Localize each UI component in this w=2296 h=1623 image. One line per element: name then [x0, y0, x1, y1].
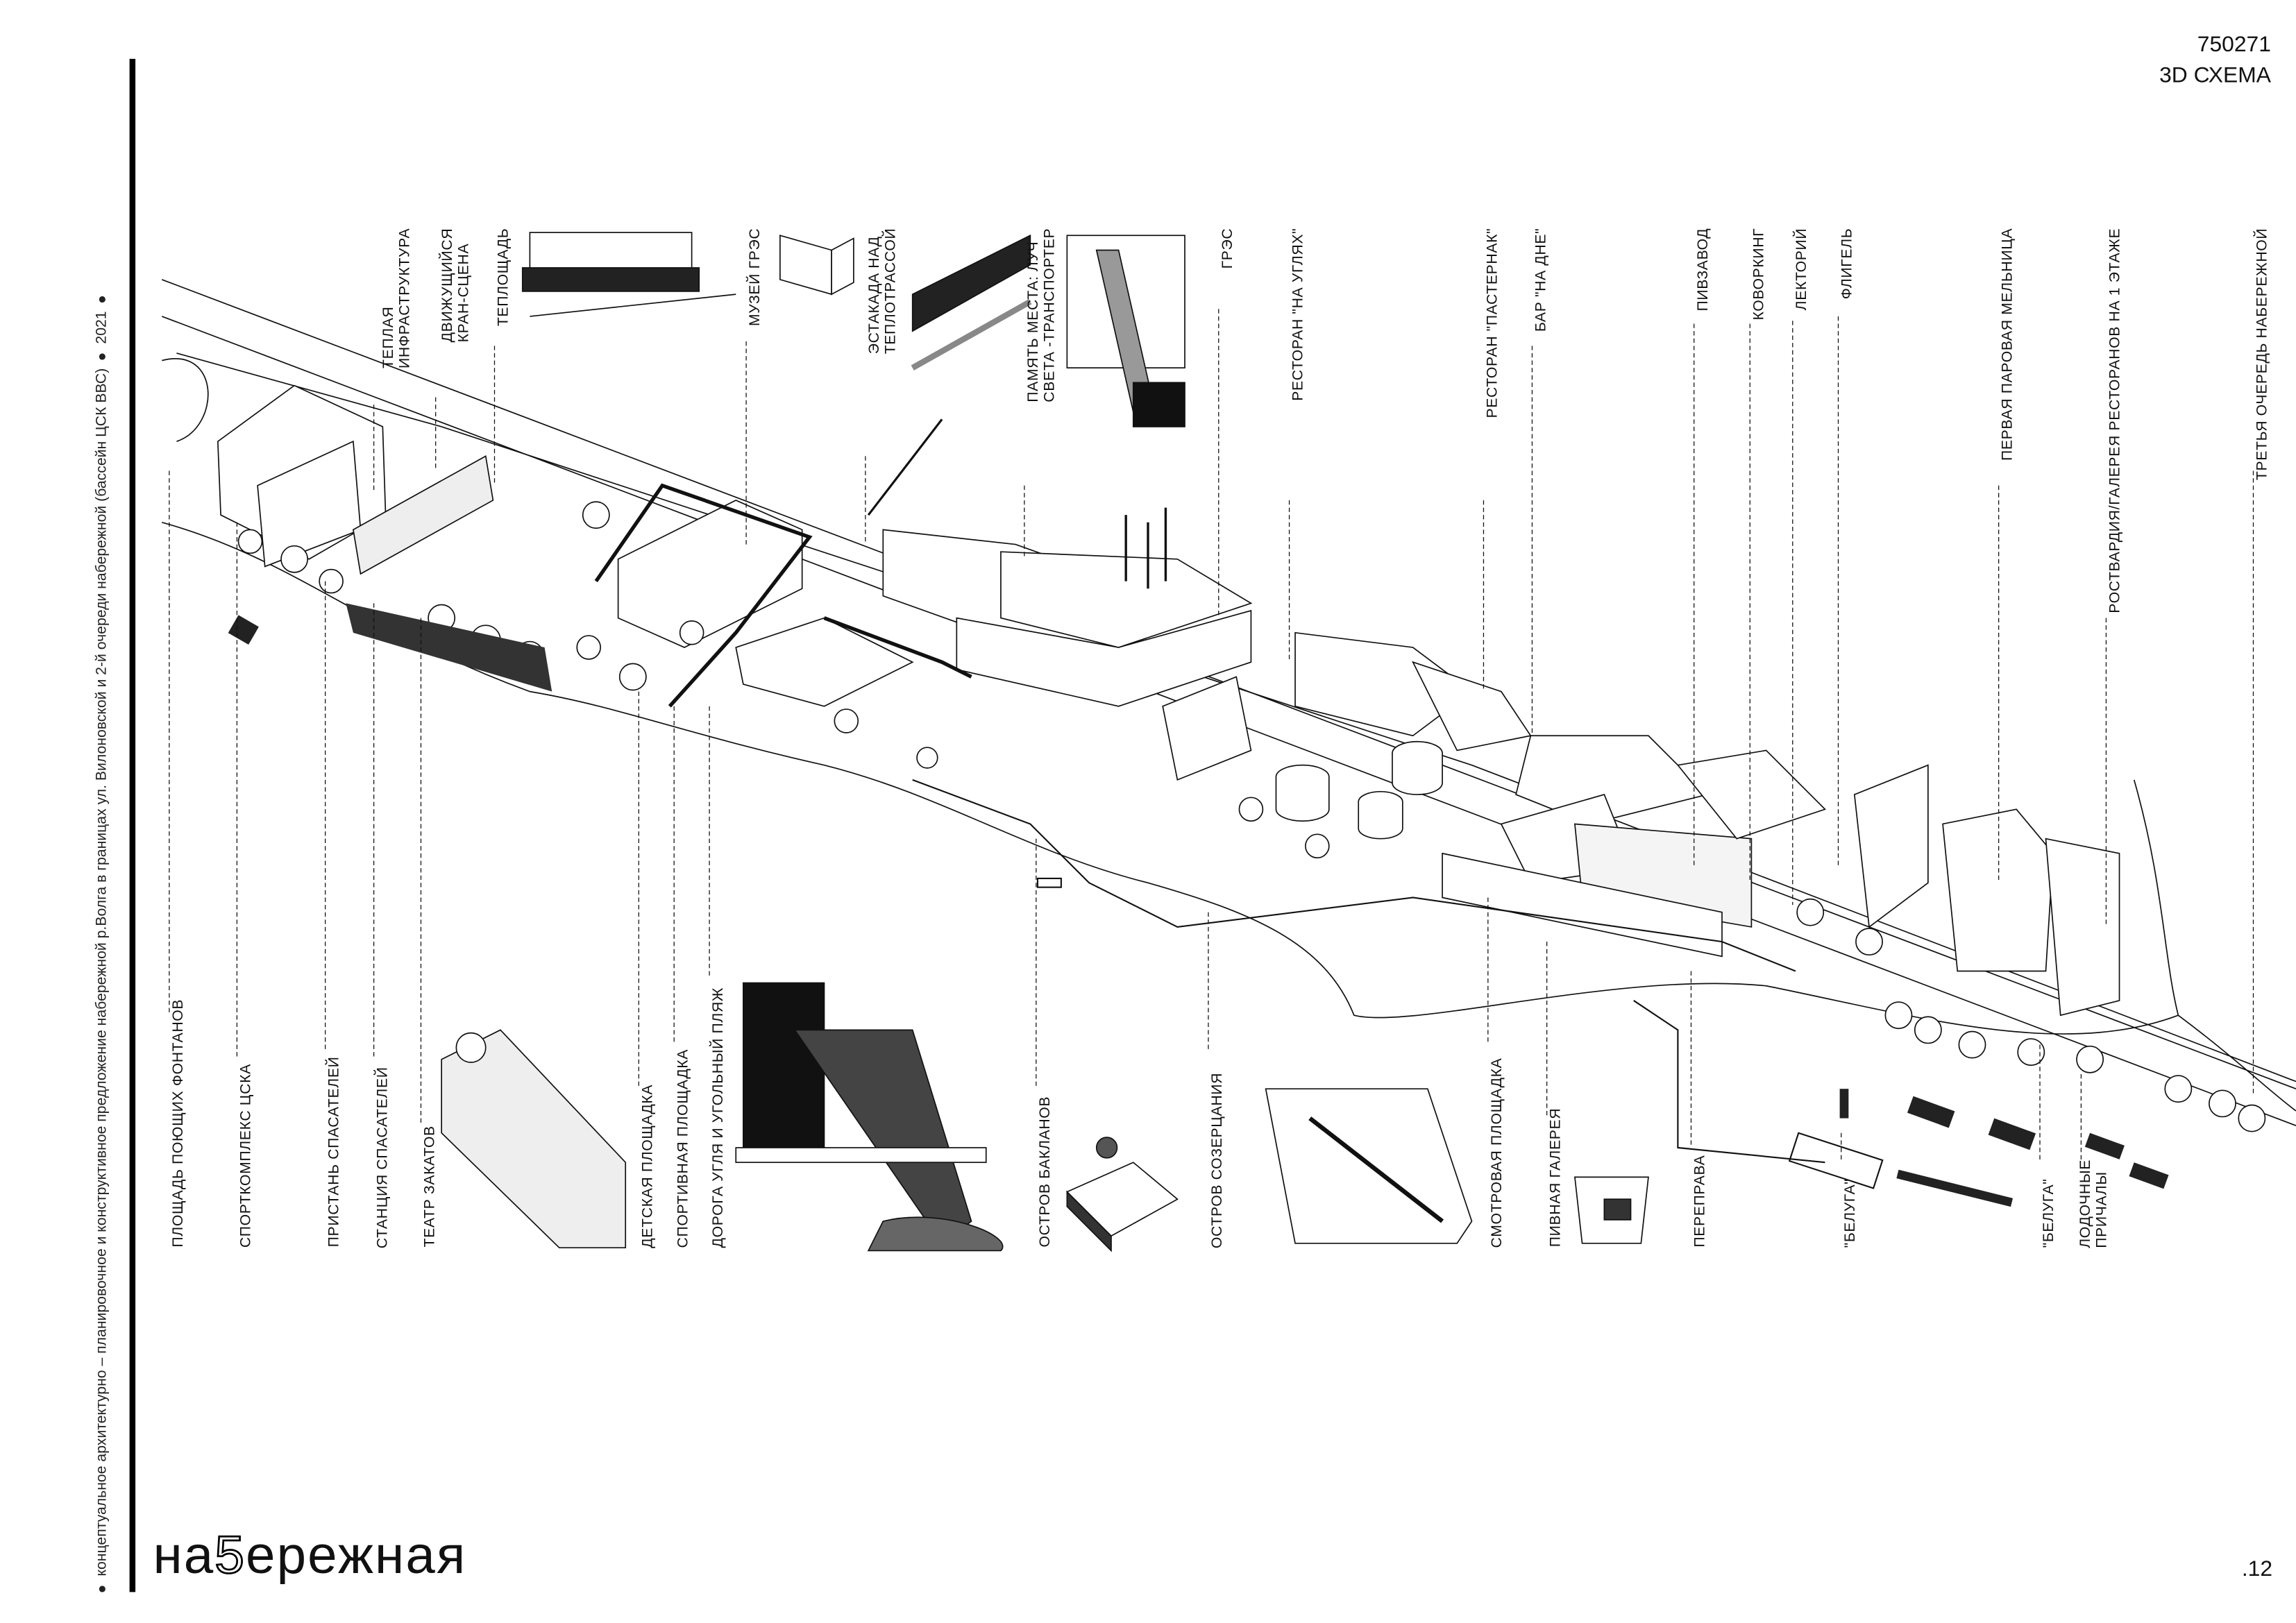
boat-moorings	[228, 615, 2169, 1207]
label-bar-bottom: БАР "НА ДНЕ"	[1533, 228, 1550, 332]
page-number: .12	[2241, 1556, 2273, 1582]
label-contemplation-island: ОСТРОВ СОЗЕРЦАНИЯ	[1210, 1071, 1226, 1248]
logo-five: 5	[214, 1523, 246, 1586]
label-heat-square: ТЕПЛОЩАДЬ	[496, 228, 512, 327]
description-text: концептуальное архитектурно – планировоч…	[94, 368, 111, 1577]
sheet-title: 3D СХЕМА	[2159, 63, 2271, 89]
label-trestle: ЭСТАКАДА НАД ТЕПЛОТРАССОЙ	[866, 228, 900, 355]
shoreline	[162, 521, 2296, 1112]
label-crossing: ПЕРЕПРАВА	[1692, 1155, 1709, 1248]
bullet-icon: ●	[94, 1580, 111, 1597]
brand-logo: на5ережная	[153, 1523, 467, 1586]
label-rescue-station: СТАНЦИЯ СПАСАТЕЛЕЙ	[375, 1066, 392, 1248]
label-grs: ГРЭС	[1219, 228, 1237, 269]
label-beluga-1: "БЕЛУГА"	[1842, 1178, 1859, 1248]
project-description: ● концептуальное архитектурно – планиров…	[94, 59, 110, 1597]
inset-beer-gallery	[1573, 1176, 1649, 1244]
label-restaurant-coals: РЕСТОРАН "НА УГЛЯХ"	[1290, 228, 1308, 401]
label-sports-ground: СПОРТИВНАЯ ПЛОЩАДКА	[675, 1048, 692, 1248]
piers	[912, 779, 1884, 1189]
label-beluga-2: "БЕЛУГА"	[2041, 1178, 2058, 1248]
inset-coal-road	[735, 982, 1004, 1252]
label-beer-gallery: ПИВНАЯ ГАЛЕРЕЯ	[1548, 1108, 1565, 1248]
label-viewing-platform: СМОТРОВАЯ ПЛОЩАДКА	[1489, 1057, 1506, 1248]
label-fountain-square: ПЛОЩАДЬ ПОЮЩИХ ФОНТАНОВ	[170, 999, 187, 1248]
oil-tanks	[1275, 740, 1443, 840]
year: 2021	[94, 311, 111, 344]
inset-cormorant-island	[1065, 1137, 1179, 1252]
logo-part: ережная	[245, 1524, 467, 1585]
heat-pipeline	[594, 418, 972, 708]
label-playground: ДЕТСКАЯ ПЛОЩАДКА	[640, 1084, 657, 1248]
label-grs-museum: МУЗЕЙ ГРЭС	[748, 228, 764, 326]
label-warm-infrastructure: ТЕПЛАЯ ИНФРАСТРУКТУРА	[381, 228, 414, 369]
label-steam-mill: ПЕРВАЯ ПАРОВАЯ МЕЛЬНИЦА	[2000, 228, 2017, 461]
label-cormorant-island: ОСТРОВ БАКЛАНОВ	[1037, 1096, 1054, 1248]
light-promenade	[346, 603, 552, 692]
label-crane-stage: ДВИЖУЩИЙСЯ КРАН-СЦЕНА	[440, 228, 473, 343]
label-cska-sport-complex: СПОРТКОМПЛЕКС ЦСКА	[238, 1064, 255, 1248]
inset-crane-stage	[521, 232, 736, 317]
label-brewery: ПИВЗАВОД	[1695, 228, 1712, 312]
label-boat-moorings: ЛОДОЧНЫЕ ПРИЧАЛЫ	[2078, 1159, 2111, 1248]
bullet-icon: ●	[94, 291, 111, 307]
project-code: 750271	[2197, 32, 2271, 58]
grs-chimneys	[1124, 507, 1167, 589]
buildings	[217, 384, 2120, 1017]
label-restaurant-pasternak: РЕСТОРАН "ПАСТЕРНАК"	[1485, 228, 1501, 418]
label-wing: ФЛИГЕЛЬ	[1839, 228, 1856, 300]
inset-trestle	[911, 234, 1032, 371]
logo-part: на	[153, 1524, 215, 1585]
label-lecture-hall: ЛЕКТОРИЙ	[1793, 228, 1811, 311]
label-third-stage: ТРЕТЬЯ ОЧЕРЕДЬ НАБЕРЕЖНОЙ	[2254, 228, 2271, 481]
inset-grs-museum	[779, 235, 854, 296]
label-rescue-pier: ПРИСТАНЬ СПАСАТЕЛЕЙ	[326, 1057, 344, 1248]
inset-sunset-theater	[441, 1029, 627, 1249]
leader-lines	[169, 309, 2254, 1163]
bullet-icon: ●	[94, 348, 111, 364]
sidebar-divider	[129, 58, 136, 1592]
trees	[237, 501, 2266, 1132]
label-light-beam: ПАМЯТЬ МЕСТА: ЛУЧ СВЕТА -ТРАНСПОРТЕР	[1025, 228, 1058, 402]
label-sunset-theater: ТЕАТР ЗАКАТОВ	[422, 1125, 439, 1248]
label-restaurant-gallery: РОСТВАРДИЯ/ГАЛЕРЕЯ РЕСТОРАНОВ НА 1 ЭТАЖЕ	[2107, 228, 2124, 613]
inset-contemplation-island	[1265, 1088, 1473, 1244]
label-coal-road: ДОРОГА УГЛЯ И УГОЛЬНЫЙ ПЛЯЖ	[711, 987, 727, 1248]
label-coworking: КОВОРКИНГ	[1751, 228, 1768, 321]
sheet-header: 750271 3D СХЕМА	[2159, 29, 2271, 91]
inset-light-beam	[1066, 235, 1185, 427]
